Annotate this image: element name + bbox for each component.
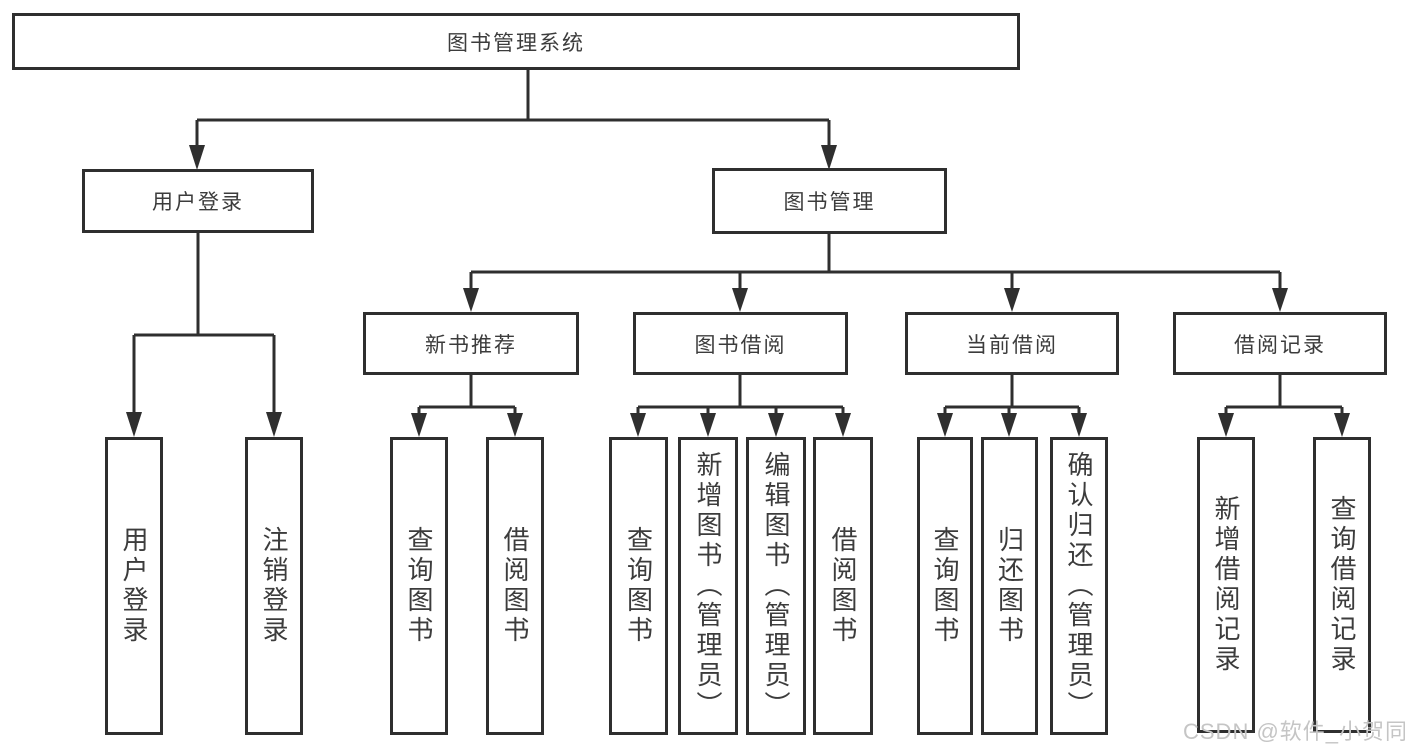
leaf-query-book-current: 查询图书 bbox=[917, 437, 973, 735]
leaf-add-book-admin: 新增图书（管理员） bbox=[678, 437, 738, 735]
leaf-add-borrow-record: 新增借阅记录 bbox=[1197, 437, 1255, 733]
leaf-borrow-book: 借阅图书 bbox=[813, 437, 873, 735]
leaf-user-login: 用户登录 bbox=[105, 437, 163, 735]
node-new-book-recommend: 新书推荐 bbox=[363, 312, 579, 375]
node-label: 借阅图书 bbox=[828, 526, 858, 646]
node-label: 用户登录 bbox=[152, 191, 244, 214]
watermark: CSDN @软件_小贺同学 bbox=[1183, 719, 1405, 744]
node-label: 用户登录 bbox=[119, 526, 149, 646]
leaf-return-book: 归还图书 bbox=[981, 437, 1038, 735]
node-label: 归还图书 bbox=[994, 526, 1025, 646]
leaf-borrow-book-recommend: 借阅图书 bbox=[486, 437, 544, 735]
leaf-query-book-borrow: 查询图书 bbox=[609, 437, 668, 735]
node-user-login: 用户登录 bbox=[82, 169, 314, 233]
node-label: 查询图书 bbox=[930, 526, 960, 646]
node-label: 注销登录 bbox=[259, 526, 289, 646]
leaf-logout: 注销登录 bbox=[245, 437, 303, 735]
node-label: 当前借阅 bbox=[966, 333, 1058, 357]
node-label: 借阅记录 bbox=[1234, 333, 1326, 357]
node-label: 新增图书（管理员） bbox=[693, 451, 723, 721]
node-book-borrow: 图书借阅 bbox=[633, 312, 848, 375]
node-label: 图书管理 bbox=[783, 191, 876, 214]
node-borrow-record: 借阅记录 bbox=[1173, 312, 1387, 375]
node-label: 编辑图书（管理员） bbox=[761, 451, 791, 721]
node-label: 新增借阅记录 bbox=[1211, 495, 1241, 675]
leaf-query-book-recommend: 查询图书 bbox=[390, 437, 448, 735]
node-label: 图书管理系统 bbox=[447, 31, 585, 55]
node-root-system: 图书管理系统 bbox=[12, 13, 1020, 70]
node-label: 借阅图书 bbox=[500, 526, 530, 646]
node-label: 新书推荐 bbox=[425, 333, 517, 357]
leaf-edit-book-admin: 编辑图书（管理员） bbox=[746, 437, 806, 735]
node-label: 查询图书 bbox=[404, 526, 434, 646]
node-label: 图书借阅 bbox=[694, 333, 787, 357]
leaf-query-borrow-record: 查询借阅记录 bbox=[1313, 437, 1371, 733]
node-label: 确认归还（管理员） bbox=[1064, 451, 1094, 721]
node-label: 查询借阅记录 bbox=[1327, 495, 1357, 675]
leaf-confirm-return-admin: 确认归还（管理员） bbox=[1050, 437, 1108, 735]
node-book-management: 图书管理 bbox=[712, 168, 947, 234]
node-label: 查询图书 bbox=[623, 526, 654, 646]
node-current-borrow: 当前借阅 bbox=[905, 312, 1119, 375]
